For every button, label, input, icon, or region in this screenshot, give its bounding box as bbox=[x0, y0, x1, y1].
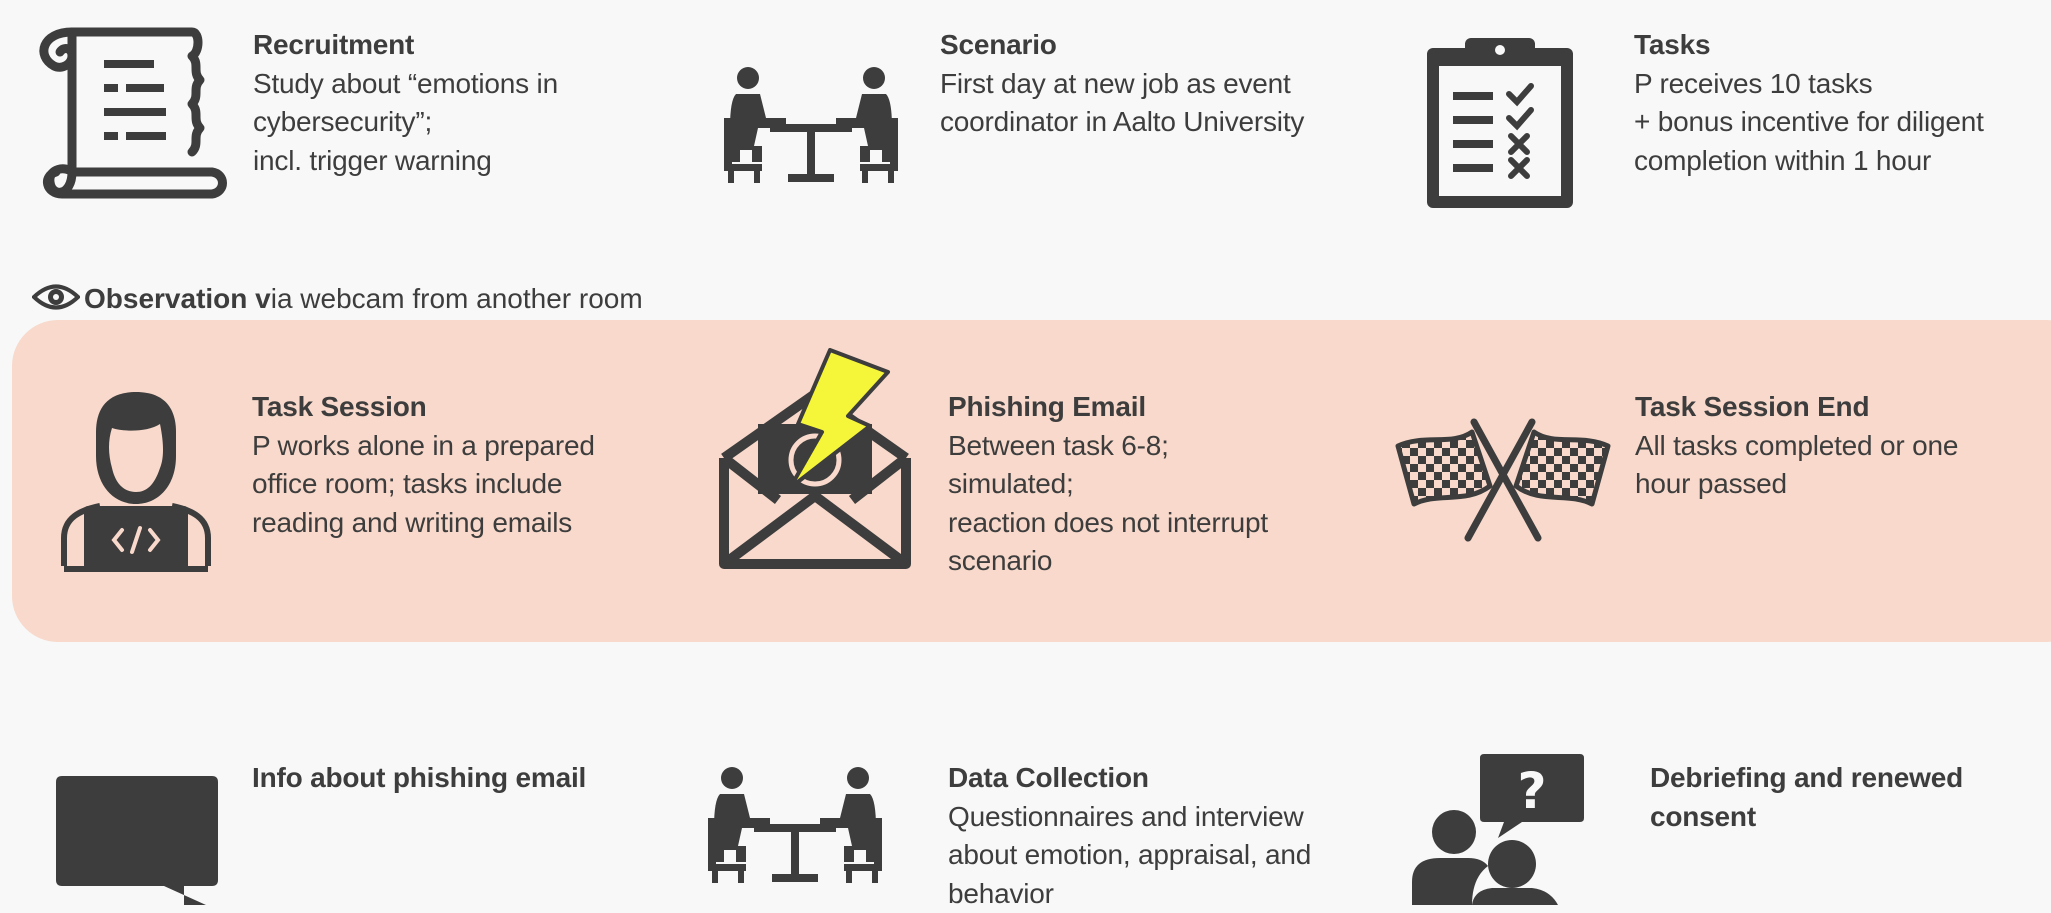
observation-rest: ia webcam from another room bbox=[271, 283, 643, 314]
phishing-email-line: reaction does not interrupt bbox=[948, 504, 1268, 543]
debriefing-text: Debriefing and renewed consent bbox=[1650, 759, 1963, 836]
phishing-email-text: Phishing Email Between task 6-8; simulat… bbox=[948, 388, 1268, 581]
recruitment-line: cybersecurity”; bbox=[253, 103, 558, 142]
info-phishing-text: Info about phishing email bbox=[252, 759, 586, 798]
tasks-text: Tasks P receives 10 tasks + bonus incent… bbox=[1634, 26, 1984, 180]
speech-bubble-icon bbox=[56, 776, 218, 905]
recruitment-line: Study about “emotions in bbox=[253, 65, 558, 104]
data-collection-line: behavior bbox=[948, 875, 1311, 913]
tasks-title: Tasks bbox=[1634, 26, 1984, 65]
scenario-line: First day at new job as event bbox=[940, 65, 1304, 104]
phishing-email-line: scenario bbox=[948, 542, 1268, 581]
people-question-icon: ? bbox=[1412, 754, 1584, 905]
tasks-line: + bonus incentive for diligent bbox=[1634, 103, 1984, 142]
debriefing-title-line2: consent bbox=[1650, 798, 1963, 837]
tasks-line: P receives 10 tasks bbox=[1634, 65, 1984, 104]
phishing-email-line: simulated; bbox=[948, 465, 1268, 504]
task-session-title: Task Session bbox=[252, 388, 595, 427]
eye-icon bbox=[32, 283, 80, 319]
debriefing-title: Debriefing and renewed bbox=[1650, 759, 1963, 798]
observation-bold: Observation v bbox=[84, 283, 271, 314]
info-phishing-title: Info about phishing email bbox=[252, 759, 586, 798]
recruitment-title: Recruitment bbox=[253, 26, 558, 65]
data-collection-text: Data Collection Questionnaires and inter… bbox=[948, 759, 1311, 913]
scenario-text: Scenario First day at new job as event c… bbox=[940, 26, 1304, 142]
task-session-line: office room; tasks include bbox=[252, 465, 595, 504]
data-collection-line: about emotion, appraisal, and bbox=[948, 836, 1311, 875]
svg-text:?: ? bbox=[1517, 762, 1546, 820]
observation-note: Observation via webcam from another room bbox=[32, 281, 643, 319]
tasks-line: completion within 1 hour bbox=[1634, 142, 1984, 181]
task-session-line: P works alone in a prepared bbox=[252, 427, 595, 466]
task-session-text: Task Session P works alone in a prepared… bbox=[252, 388, 595, 542]
recruitment-line: incl. trigger warning bbox=[253, 142, 558, 181]
clipboard-checklist-icon bbox=[1425, 34, 1575, 209]
meeting-table-icon bbox=[704, 766, 886, 884]
task-session-end-title: Task Session End bbox=[1635, 388, 1958, 427]
task-session-end-text: Task Session End All tasks completed or … bbox=[1635, 388, 1958, 504]
checkered-flags-icon bbox=[1394, 416, 1612, 542]
phishing-email-line: Between task 6-8; bbox=[948, 427, 1268, 466]
task-session-end-line: All tasks completed or one bbox=[1635, 427, 1958, 466]
task-session-line: reading and writing emails bbox=[252, 504, 595, 543]
data-collection-line: Questionnaires and interview bbox=[948, 798, 1311, 837]
meeting-table-icon bbox=[720, 66, 902, 184]
task-session-end-line: hour passed bbox=[1635, 465, 1958, 504]
scroll-icon bbox=[32, 26, 227, 201]
envelope-lightning-icon bbox=[718, 348, 912, 570]
data-collection-title: Data Collection bbox=[948, 759, 1311, 798]
scenario-title: Scenario bbox=[940, 26, 1304, 65]
phishing-email-title: Phishing Email bbox=[948, 388, 1268, 427]
person-laptop-icon bbox=[58, 388, 214, 574]
scenario-line: coordinator in Aalto University bbox=[940, 103, 1304, 142]
recruitment-text: Recruitment Study about “emotions in cyb… bbox=[253, 26, 558, 180]
